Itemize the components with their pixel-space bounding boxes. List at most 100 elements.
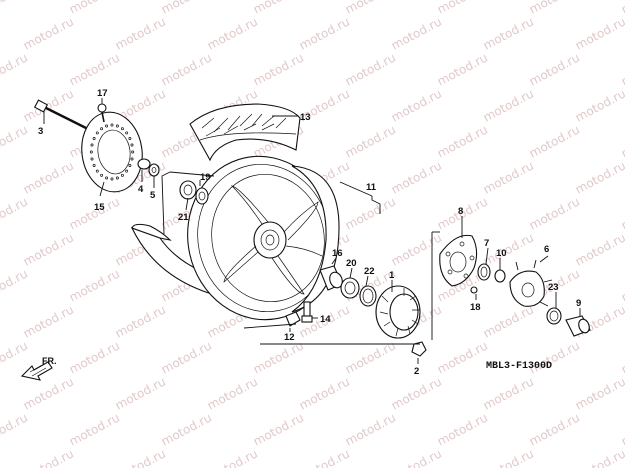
- watermark-text: motod.ru: [21, 374, 76, 412]
- watermark-text: motod.ru: [205, 14, 260, 52]
- watermark-text: motod.ru: [573, 14, 625, 52]
- callout-1: 1: [389, 270, 395, 281]
- watermark-text: motod.ru: [0, 194, 30, 232]
- watermark-text: motod.ru: [343, 50, 398, 88]
- watermark-text: motod.ru: [573, 374, 625, 412]
- watermark-text: motod.ru: [435, 338, 490, 376]
- disc-hole: [110, 123, 114, 127]
- watermark-text: motod.ru: [251, 410, 306, 448]
- callout-23: 23: [548, 282, 559, 293]
- watermark-text: motod.ru: [0, 410, 30, 448]
- valve-12: [285, 311, 301, 327]
- callout-6: 6: [544, 244, 549, 255]
- watermark-text: motod.ru: [67, 410, 122, 448]
- watermark-text: motod.ru: [67, 194, 122, 232]
- bearing-19: [179, 180, 197, 200]
- disc-hole: [120, 173, 124, 177]
- callout-17: 17: [97, 88, 108, 99]
- watermark-text: motod.ru: [159, 0, 214, 17]
- watermark-text: motod.ru: [389, 446, 444, 468]
- watermark-text: motod.ru: [619, 266, 625, 304]
- disc-hole: [105, 176, 109, 180]
- watermark-text: motod.ru: [573, 230, 625, 268]
- watermark-text: motod.ru: [21, 158, 76, 196]
- disc-hole: [130, 157, 134, 161]
- callout-21: 21: [178, 212, 189, 223]
- disc-hole: [115, 124, 119, 128]
- watermark-text: motod.ru: [113, 302, 168, 340]
- watermark-text: motod.ru: [159, 50, 214, 88]
- brake-disc-15: [81, 111, 143, 193]
- disc-hole: [89, 150, 93, 154]
- watermark-text: motod.ru: [205, 374, 260, 412]
- callout-13: 13: [300, 112, 311, 123]
- disc-hole: [100, 127, 104, 131]
- watermark-text: motod.ru: [21, 14, 76, 52]
- watermark-text: motod.ru: [619, 338, 625, 376]
- watermark-text: motod.ru: [573, 158, 625, 196]
- spacer-16: [319, 265, 343, 291]
- bearing-20: [340, 277, 360, 299]
- disc-hole: [92, 137, 96, 140]
- callout-19: 19: [200, 172, 211, 183]
- disc-hole: [90, 157, 94, 161]
- disc-hole: [110, 177, 114, 181]
- watermark-text: motod.ru: [573, 86, 625, 124]
- disc-hole: [100, 173, 104, 177]
- watermark-text: motod.ru: [481, 374, 536, 412]
- disc-hole: [125, 131, 129, 135]
- oring-23: [546, 307, 562, 325]
- disc-hole: [90, 143, 94, 147]
- nut-4: [137, 158, 151, 170]
- nut-2: [411, 341, 427, 357]
- watermark-text: motod.ru: [251, 50, 306, 88]
- watermark-text: motod.ru: [481, 446, 536, 468]
- watermark-text: motod.ru: [0, 266, 30, 304]
- watermark-text: motod.ru: [205, 446, 260, 468]
- disc-hole: [95, 169, 99, 173]
- watermark-text: motod.ru: [435, 0, 490, 17]
- callout-15: 15: [94, 202, 105, 213]
- watermark-text: motod.ru: [159, 410, 214, 448]
- callout-16: 16: [332, 248, 343, 259]
- callout-12: 12: [284, 332, 295, 343]
- diagram-code: MBL3-F1300D: [486, 361, 552, 372]
- watermark-text: motod.ru: [389, 14, 444, 52]
- callout-18: 18: [470, 302, 481, 313]
- watermark-text: motod.ru: [21, 230, 76, 268]
- disc-hole: [105, 124, 109, 128]
- sprocket-flange-8: [439, 234, 478, 287]
- watermark-text: motod.ru: [481, 230, 536, 268]
- watermark-text: motod.ru: [389, 86, 444, 124]
- watermark-text: motod.ru: [343, 194, 398, 232]
- drive-hub-6: [509, 259, 553, 307]
- callout-5: 5: [150, 190, 156, 201]
- watermark-text: motod.ru: [527, 50, 582, 88]
- watermark-text: motod.ru: [113, 446, 168, 468]
- disc-hole: [95, 131, 99, 135]
- disc-hole: [131, 150, 135, 154]
- watermark-text: motod.ru: [481, 158, 536, 196]
- watermark-text: motod.ru: [0, 122, 30, 160]
- oring-7: [477, 263, 491, 281]
- watermark-text: motod.ru: [573, 446, 625, 468]
- callout-7: 7: [484, 238, 489, 249]
- nut-5: [148, 163, 160, 177]
- watermark-text: motod.ru: [159, 338, 214, 376]
- watermark-text: motod.ru: [297, 446, 352, 468]
- disc-hole: [128, 164, 132, 167]
- watermark-text: motod.ru: [67, 338, 122, 376]
- bolt-18: [470, 286, 478, 294]
- watermark-text: motod.ru: [0, 50, 30, 88]
- watermark-text: motod.ru: [619, 410, 625, 448]
- front-direction-arrow: FR.: [20, 356, 57, 381]
- disc-hole: [92, 164, 96, 167]
- watermark-text: motod.ru: [67, 266, 122, 304]
- watermark-text: motod.ru: [527, 194, 582, 232]
- callout-22: 22: [364, 266, 375, 277]
- watermark-text: motod.ru: [21, 302, 76, 340]
- watermark-text: motod.ru: [619, 194, 625, 232]
- watermark-text: motod.ru: [619, 50, 625, 88]
- callout-20: 20: [346, 258, 357, 269]
- callout-labels: 3 17 4 5 15 19 21 13 11 16 20 22 1 2 8 7…: [38, 88, 581, 377]
